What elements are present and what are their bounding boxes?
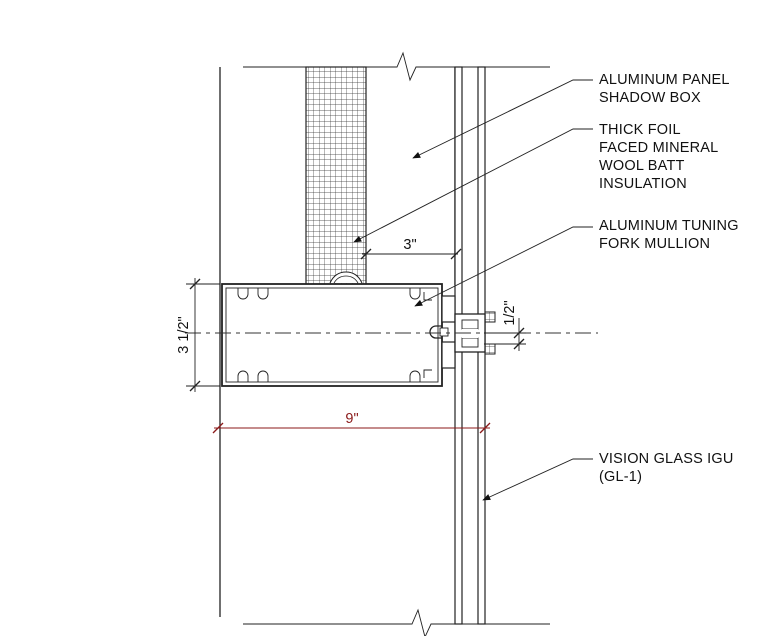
leaders <box>353 79 593 501</box>
callout-2-line-1: THICK FOIL <box>599 122 680 138</box>
face-width-dimension: 3 1/2" <box>176 278 220 392</box>
depth-label: 9" <box>345 411 358 427</box>
callout-4-line-1: VISION GLASS IGU <box>599 451 734 467</box>
insulation-batt <box>305 66 367 286</box>
callout-1-line-1: ALUMINUM PANEL <box>599 72 729 88</box>
offset-label: 3" <box>403 237 416 253</box>
callout-1-line-2: SHADOW BOX <box>599 90 701 106</box>
depth-dimension: 9" <box>212 411 491 434</box>
callout-vision-glass-igu: VISION GLASS IGU (GL-1) <box>599 451 738 485</box>
callout-mineral-wool-insulation: THICK FOIL FACED MINERAL WOOL BATT INSUL… <box>599 122 722 192</box>
face-width-label: 3 1/2" <box>176 316 192 353</box>
tuning-fork-mullion <box>221 283 496 387</box>
callout-aluminum-panel-shadow-box: ALUMINUM PANEL SHADOW BOX <box>599 72 733 106</box>
callout-2-line-2: FACED MINERAL <box>599 140 718 156</box>
callout-4-line-2: (GL-1) <box>599 469 642 485</box>
callout-2-line-4: INSULATION <box>599 176 687 192</box>
offset-dimension: 3" <box>360 237 462 260</box>
callout-tuning-fork-mullion: ALUMINUM TUNING FORK MULLION <box>599 218 743 252</box>
callout-2-line-3: WOOL BATT <box>599 158 685 174</box>
callout-3-line-2: FORK MULLION <box>599 236 710 252</box>
top-break-line <box>243 51 550 82</box>
callout-3-line-1: ALUMINUM TUNING <box>599 218 739 234</box>
bottom-break-line <box>243 608 550 636</box>
joint-label: 1/2" <box>502 300 518 325</box>
joint-dimension: 1/2" <box>484 300 526 351</box>
